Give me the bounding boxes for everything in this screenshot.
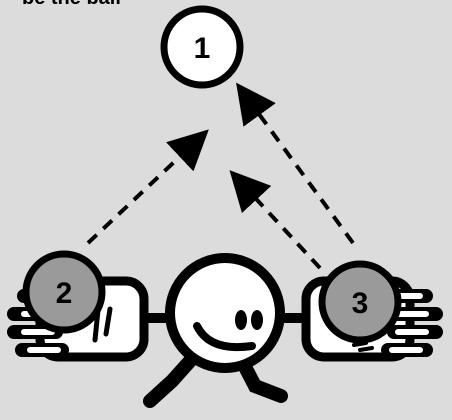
character-head	[170, 258, 280, 368]
ball-3-label: 3	[352, 287, 369, 320]
ball-3-node: 3	[322, 264, 398, 340]
target-label: 1	[194, 32, 211, 65]
arrow-ball3-to-target	[240, 88, 353, 243]
left-leg	[150, 361, 190, 401]
ball-2-label: 2	[56, 277, 73, 310]
target-node: 1	[164, 9, 240, 85]
arrow-ball2-to-target	[88, 134, 204, 243]
arrow-ball3-to-midpoint	[234, 175, 320, 268]
top-caption: be the ball	[22, 0, 121, 9]
right-eye	[251, 310, 263, 330]
arrows-group	[88, 88, 353, 268]
left-eye	[235, 310, 247, 330]
ball-2-node: 2	[26, 254, 102, 330]
